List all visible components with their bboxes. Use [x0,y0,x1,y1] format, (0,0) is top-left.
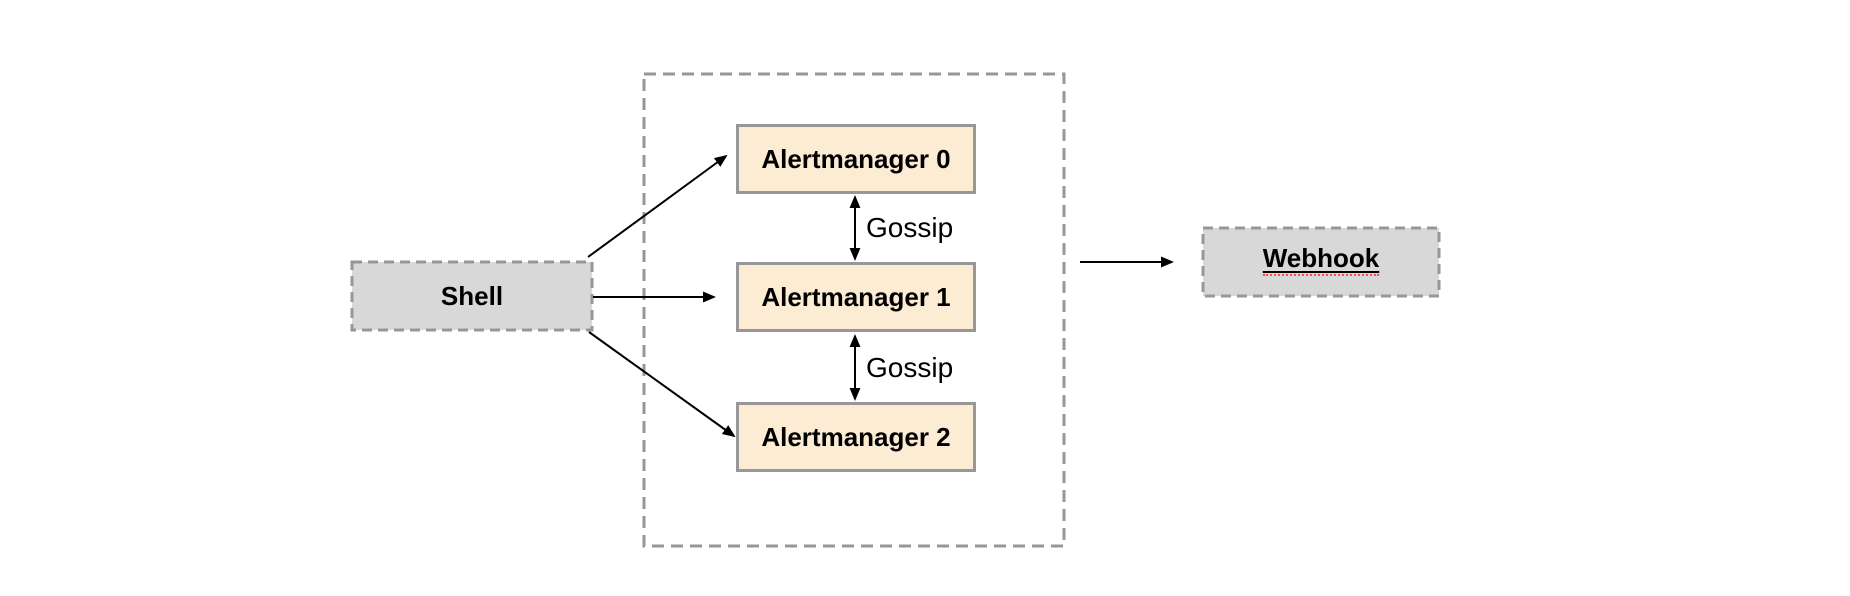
alertmanager-cluster-boundary [642,72,1066,548]
gossip-link-label-1: Gossip [866,352,954,383]
shell-node-shape [350,260,594,332]
gossip-link-label-0: Gossip [866,212,954,243]
arrow-shell-to-alertmanager-2 [588,331,736,438]
alertmanager-1-label: Alertmanager 1 [761,281,951,312]
alertmanager-1-node: Alertmanager 1 [736,262,976,332]
alertmanager-0-node: Alertmanager 0 [736,124,976,194]
arrow-shell-to-alertmanager-0 [587,154,728,258]
webhook-node-shape [1201,226,1441,298]
alertmanager-2-label: Alertmanager 2 [761,421,951,452]
alertmanager-0-label: Alertmanager 0 [761,143,951,174]
alertmanager-2-node: Alertmanager 2 [736,402,976,472]
